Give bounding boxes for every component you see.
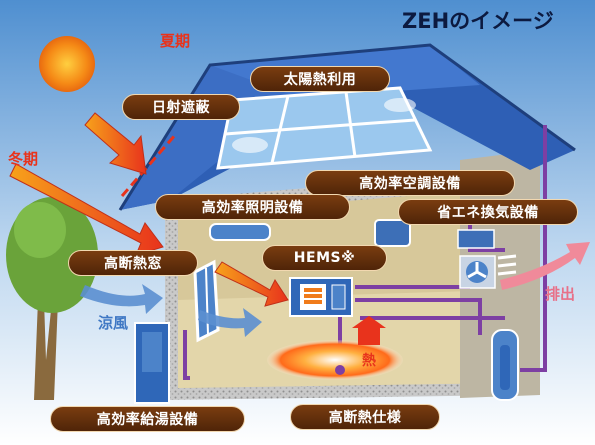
exhaust-label: 排出 <box>545 285 576 303</box>
winter-label: 冬期 <box>8 150 39 168</box>
heat-label: 熱 <box>362 353 376 369</box>
label-insulation: 高断熱仕様 <box>290 404 440 430</box>
breeze-label: 涼風 <box>98 314 129 332</box>
heat-up-arrow <box>352 316 386 345</box>
label-water-heater: 高効率給湯設備 <box>50 406 245 432</box>
label-ventilation: 省エネ換気設備 <box>398 199 578 225</box>
solar-panel <box>216 86 433 170</box>
floor-heat-glow <box>267 340 403 380</box>
vent-lines <box>497 254 517 276</box>
cool-breeze-arrows <box>80 284 262 337</box>
sun-icon <box>39 36 95 92</box>
hems-panel-icon <box>289 277 353 317</box>
label-solar-shading: 日射遮蔽 <box>122 94 240 120</box>
duct-node <box>335 365 345 375</box>
diagram-title: ZEHのイメージ <box>402 9 554 33</box>
label-lighting: 高効率照明設備 <box>155 194 350 220</box>
high-insulation-window-icon <box>193 259 220 343</box>
water-heater-icon <box>134 322 519 404</box>
label-window: 高断熱窓 <box>68 250 198 276</box>
ventilation-fan-icon <box>457 229 496 289</box>
light-fixture-icon <box>209 223 271 241</box>
label-solar-heat: 太陽熱利用 <box>250 66 390 92</box>
label-hems: HEMS※ <box>262 245 387 271</box>
summer-label: 夏期 <box>160 32 191 50</box>
air-conditioner-icon <box>374 219 411 247</box>
tree-icon <box>6 197 98 400</box>
label-hvac: 高効率空調設備 <box>305 170 515 196</box>
exhaust-arrow <box>500 242 590 290</box>
sunlight-arrows <box>9 112 289 307</box>
